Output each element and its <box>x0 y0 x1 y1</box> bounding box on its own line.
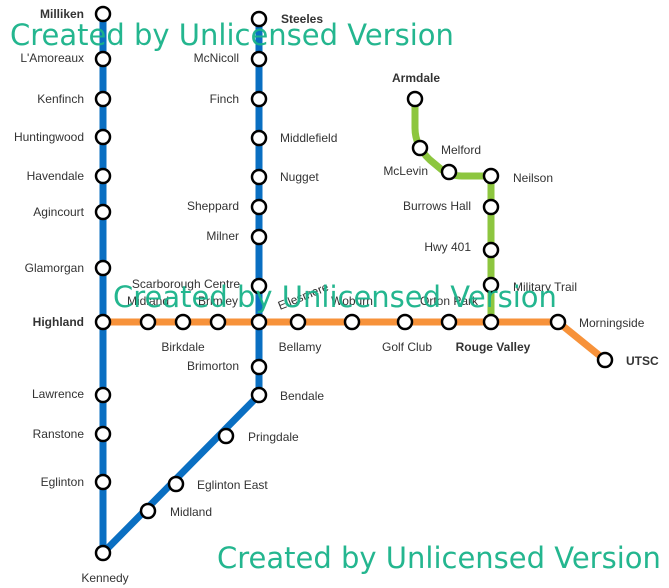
label-midland-sw: Midland <box>170 505 212 519</box>
label-rouge-valley: Rouge Valley <box>456 340 531 354</box>
station-marker <box>94 313 112 331</box>
stations <box>94 5 614 562</box>
station-marker <box>217 427 235 445</box>
station-marker <box>343 313 361 331</box>
label-bellamy: Bellamy <box>279 340 322 354</box>
station-labels: Milliken L'Amoreaux Kenfinch Huntingwood… <box>14 7 659 585</box>
station-marker <box>250 277 268 295</box>
label-woburn: Woburn <box>331 294 373 308</box>
station-marker <box>94 167 112 185</box>
station-marker <box>250 358 268 376</box>
label-golf-club: Golf Club <box>382 340 432 354</box>
station-marker <box>289 313 307 331</box>
label-glamorgan: Glamorgan <box>25 261 84 275</box>
label-bendale: Bendale <box>280 389 324 403</box>
station-marker <box>250 90 268 108</box>
station-marker <box>94 50 112 68</box>
station-marker <box>94 5 112 23</box>
label-pringdale: Pringdale <box>248 430 299 444</box>
station-marker <box>406 90 424 108</box>
label-sheppard: Sheppard <box>187 199 239 213</box>
station-marker <box>440 313 458 331</box>
label-lamoreaux: L'Amoreaux <box>20 51 84 65</box>
station-marker <box>396 313 414 331</box>
label-military-trail: Military Trail <box>513 280 577 294</box>
label-nugget: Nugget <box>280 170 319 184</box>
label-highland: Highland <box>33 315 84 329</box>
watermark-top: Created by Unlicensed Version <box>10 18 454 52</box>
label-utsc: UTSC <box>626 354 659 368</box>
label-orton-park: Orton Park <box>420 294 479 308</box>
station-marker <box>250 168 268 186</box>
station-marker <box>139 502 157 520</box>
label-eglinton-east: Eglinton East <box>197 478 268 492</box>
station-marker <box>139 313 157 331</box>
label-lawrence: Lawrence <box>32 387 84 401</box>
label-havendale: Havendale <box>27 169 85 183</box>
station-marker <box>94 386 112 404</box>
label-neilson: Neilson <box>513 171 553 185</box>
station-marker <box>482 313 500 331</box>
station-marker <box>250 228 268 246</box>
label-hwy401: Hwy 401 <box>424 240 471 254</box>
station-marker <box>250 313 268 331</box>
station-marker <box>549 313 567 331</box>
station-marker <box>411 139 429 157</box>
label-burrows-hall: Burrows Hall <box>403 199 471 213</box>
label-kenfinch: Kenfinch <box>37 92 84 106</box>
label-morningside: Morningside <box>579 316 645 330</box>
label-steeles: Steeles <box>281 12 323 26</box>
station-marker <box>167 475 185 493</box>
station-marker <box>250 129 268 147</box>
station-marker <box>94 473 112 491</box>
label-kennedy: Kennedy <box>81 571 128 585</box>
label-birkdale: Birkdale <box>161 340 205 354</box>
watermark-bottom: Created by Unlicensed Version <box>217 541 661 575</box>
station-marker <box>250 386 268 404</box>
label-midland: Midland <box>127 294 169 308</box>
watermarks: Created by Unlicensed Version Created by… <box>10 18 661 575</box>
station-marker <box>596 351 614 369</box>
label-huntingwood: Huntingwood <box>14 130 84 144</box>
station-marker <box>482 241 500 259</box>
station-marker <box>94 128 112 146</box>
label-agincourt: Agincourt <box>33 205 84 219</box>
station-marker <box>174 313 192 331</box>
station-marker <box>482 198 500 216</box>
label-brimley: Brimley <box>198 294 238 308</box>
label-milliken: Milliken <box>40 7 84 21</box>
label-eglinton: Eglinton <box>41 475 84 489</box>
label-ranstone: Ranstone <box>33 427 85 441</box>
label-melford: Melford <box>441 143 481 157</box>
label-finch: Finch <box>210 92 239 106</box>
station-marker <box>209 313 227 331</box>
label-middlefield: Middlefield <box>280 131 337 145</box>
station-marker <box>94 90 112 108</box>
label-mclevin: McLevin <box>383 164 428 178</box>
station-marker <box>250 198 268 216</box>
label-scarborough-centre: Scarborough Centre <box>132 277 240 291</box>
station-marker <box>440 163 458 181</box>
station-marker <box>94 203 112 221</box>
label-milner: Milner <box>206 229 239 243</box>
label-brimorton: Brimorton <box>187 359 239 373</box>
station-marker <box>94 425 112 443</box>
watermark-middle: Created by Unlicensed Version <box>113 280 557 314</box>
station-marker <box>482 167 500 185</box>
station-marker <box>94 259 112 277</box>
station-marker <box>250 50 268 68</box>
station-marker <box>94 544 112 562</box>
station-marker <box>482 276 500 294</box>
station-marker <box>250 10 268 28</box>
label-armdale: Armdale <box>392 71 440 85</box>
label-mcnicoll: McNicoll <box>194 51 239 65</box>
